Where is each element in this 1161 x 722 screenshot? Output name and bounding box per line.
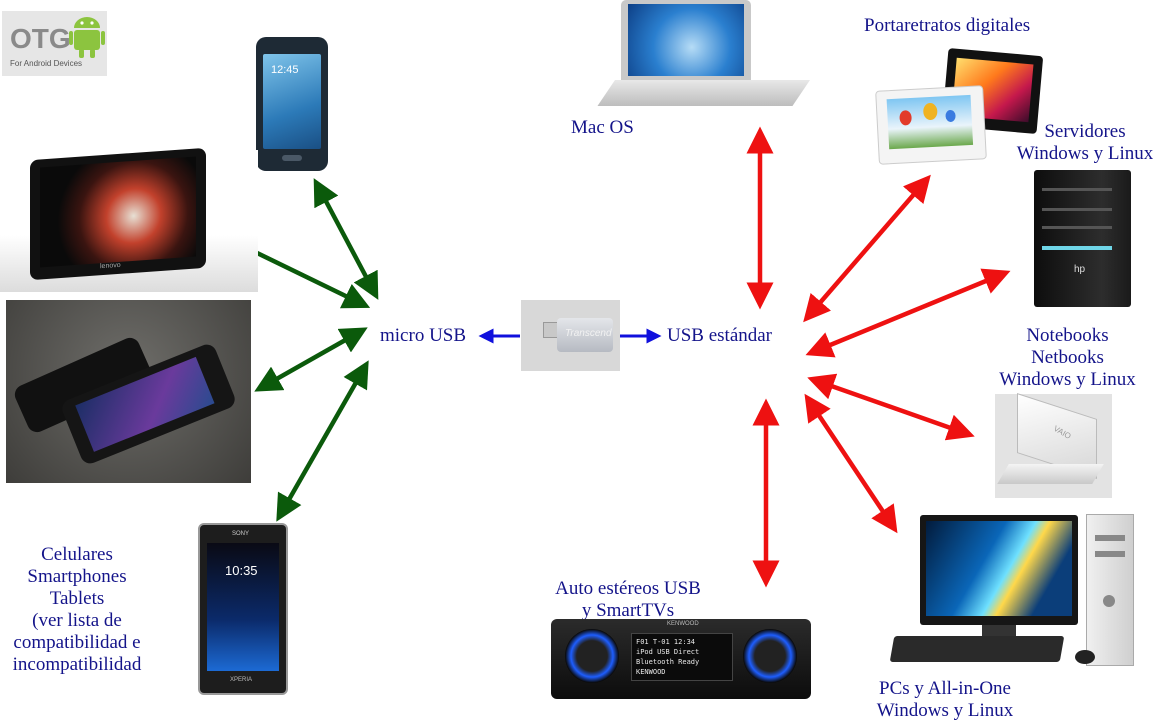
otg-logo-subtitle: For Android Devices [10, 59, 83, 68]
laptop-vaio: VAIO [995, 393, 1112, 498]
smartphones-photo [6, 300, 251, 483]
stereo-brand: KENWOOD [667, 621, 699, 627]
phone2-brand: SONY [232, 531, 250, 537]
otg-logo-title: OTG [10, 23, 71, 54]
adapter-brand: Transcend [565, 328, 612, 339]
laptop-macbook [597, 0, 815, 118]
car-stereo-kenwood: KENWOOD F01 T-01 12:34 iPod USB Direct B… [551, 619, 811, 699]
server-hp: hp [1034, 170, 1131, 307]
pcs-label: PCs y All-in-One Windows y Linux [876, 678, 1014, 721]
stereo-display: F01 T-01 12:34 iPod USB Direct Bluetooth… [631, 633, 733, 681]
mac-os-label: Mac OS [571, 117, 634, 138]
desktop-pc [889, 510, 1135, 680]
usb-standard-label: USB estándar [667, 325, 773, 346]
server-brand: hp [1074, 264, 1086, 275]
phone1-clock: 12:45 [271, 64, 299, 76]
tablet-lenovo: lenovo [0, 147, 258, 292]
phone2-clock: 10:35 [225, 563, 258, 578]
usb-otg-adapter: Transcend [521, 300, 620, 371]
photo-frame-white [875, 85, 987, 165]
micro-usb-label: micro USB [380, 325, 467, 346]
car-stereo-label: Auto estéreos USB y SmartTVs [555, 578, 701, 621]
tablet-brand: lenovo [100, 261, 121, 271]
arrow-server [805, 268, 1011, 358]
smartphone-sony-xperia: SONY 10:35 XPERIA [198, 523, 288, 695]
arrow-frames [803, 174, 931, 323]
arrow-phone-bottom [276, 360, 369, 522]
smartphone-samsung: 12:45 [256, 37, 328, 171]
phone2-model: XPERIA [230, 677, 253, 683]
notebooks-label: Notebooks Netbooks Windows y Linux [999, 325, 1136, 390]
arrow-phone-mid [254, 327, 368, 392]
android-icon [69, 17, 105, 58]
arrow-laptop [807, 373, 975, 441]
left-group-label: Celulares Smartphones Tablets (ver lista… [12, 544, 142, 675]
arrow-phone-top [313, 178, 379, 300]
otg-logo: OTG For Android Devices [2, 11, 107, 76]
servers-label: Servidores Windows y Linux [1016, 121, 1154, 164]
photo-frames-label: Portaretratos digitales [864, 15, 1031, 36]
arrow-pc [804, 393, 898, 534]
